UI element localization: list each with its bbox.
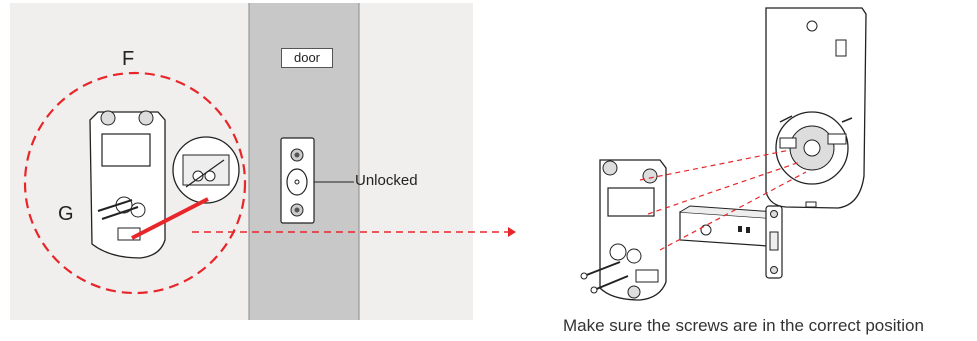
screws bbox=[580, 261, 629, 294]
zoom-red-pointer bbox=[131, 197, 209, 240]
mounting-plate-right bbox=[599, 159, 667, 301]
lock-interior-body bbox=[765, 7, 867, 209]
label-g: G bbox=[58, 203, 74, 225]
strike-plate bbox=[280, 137, 315, 224]
caption-text: Make sure the screws are in the correct … bbox=[563, 316, 924, 335]
label-f: F bbox=[122, 48, 135, 70]
mounting-plate-left bbox=[89, 110, 166, 259]
transition-arrow-head bbox=[508, 227, 516, 237]
zoom-detail-bubble bbox=[172, 136, 240, 204]
highlight-dashed-circle bbox=[23, 71, 247, 295]
label-door: door bbox=[281, 48, 333, 68]
label-unlocked: Unlocked bbox=[355, 172, 418, 189]
latch-bolt bbox=[679, 205, 783, 279]
alignment-guides bbox=[639, 149, 807, 251]
left-panel-background bbox=[10, 3, 473, 320]
